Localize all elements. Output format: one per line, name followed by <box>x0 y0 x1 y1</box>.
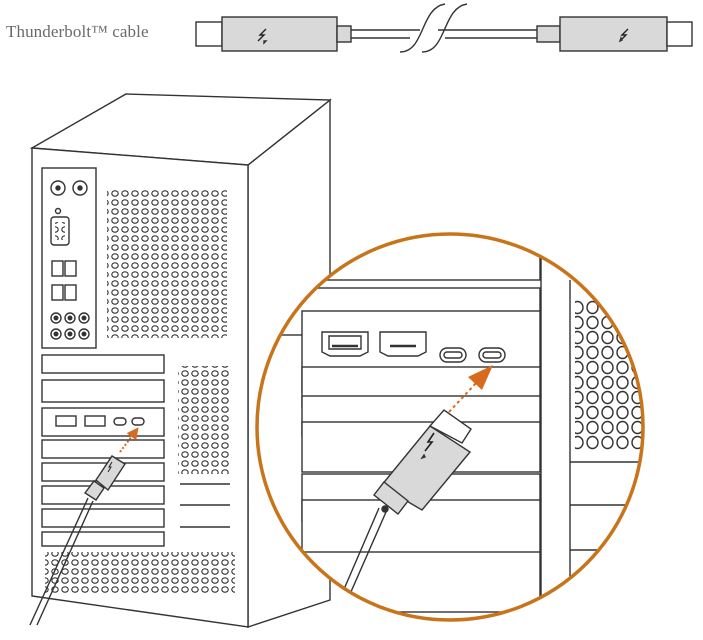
arrow-icon <box>468 365 493 390</box>
displayport <box>55 415 77 427</box>
cable-left-strain-relief <box>336 25 352 43</box>
zoom-callout <box>255 232 645 622</box>
cable-right-strain-relief <box>536 25 561 43</box>
tower-vent-grille <box>178 366 230 474</box>
thunderbolt-cable-illustration <box>195 3 693 53</box>
cable-left-connector <box>221 16 338 52</box>
expansion-slot <box>41 531 165 547</box>
audio-jacks <box>50 312 90 340</box>
zoom-displayport <box>379 331 427 357</box>
expansion-slot <box>41 508 165 528</box>
arrow-icon <box>119 427 139 453</box>
zoom-callout-ring <box>255 232 645 622</box>
usb-port <box>51 284 64 301</box>
lightning-bolt-icon <box>257 28 267 42</box>
cable-caption: Thunderbolt™ cable <box>6 22 149 41</box>
expansion-slot <box>41 354 165 374</box>
cable-right-connector <box>559 16 668 52</box>
thunderbolt-port <box>131 417 145 426</box>
displayport <box>84 415 106 427</box>
tower-vent-grille <box>107 190 227 338</box>
usb-port <box>64 260 77 277</box>
cable-left-plug-tip <box>195 21 223 47</box>
usb-port <box>51 260 64 277</box>
small-cable-plug <box>29 455 126 626</box>
lightning-bolt-icon <box>424 432 435 452</box>
cable-right-plug-tip <box>666 21 693 47</box>
tower-vent-grille <box>45 552 235 594</box>
expansion-slot <box>41 379 165 403</box>
thunderbolt-port <box>113 417 127 426</box>
expansion-slot <box>41 439 165 459</box>
lightning-bolt-icon <box>619 28 629 42</box>
usb-port <box>64 284 77 301</box>
